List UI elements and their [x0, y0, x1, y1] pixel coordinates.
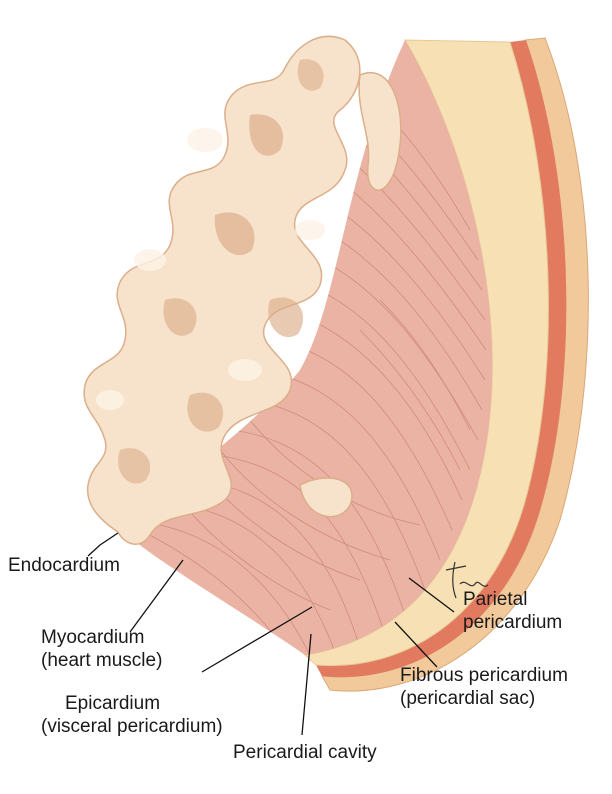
- fibrous-subtext: (pericardial sac): [400, 687, 568, 710]
- endocardium-text: Endocardium: [8, 555, 120, 576]
- myocardium-text: Myocardium: [41, 626, 162, 649]
- label-epicardium: Epicardium (visceral pericardium): [41, 692, 223, 738]
- epicardium-text: Epicardium: [41, 692, 223, 715]
- label-myocardium: Myocardium (heart muscle): [41, 626, 162, 672]
- parietal-subtext: pericardium: [463, 611, 562, 634]
- parietal-text: Parietal: [463, 588, 562, 611]
- fibrous-text: Fibrous pericardium: [400, 664, 568, 687]
- label-pericardial-cavity: Pericardial cavity: [233, 741, 377, 764]
- label-fibrous-pericardium: Fibrous pericardium (pericardial sac): [400, 664, 568, 710]
- label-endocardium: Endocardium: [8, 554, 120, 577]
- myocardium-subtext: (heart muscle): [41, 649, 162, 672]
- leader-endocardium: [88, 533, 118, 556]
- label-parietal-pericardium: Parietal pericardium: [463, 588, 562, 634]
- epicardium-subtext: (visceral pericardium): [41, 715, 223, 738]
- leader-myocardium: [130, 560, 183, 632]
- pericardial-cavity-text: Pericardial cavity: [233, 742, 377, 763]
